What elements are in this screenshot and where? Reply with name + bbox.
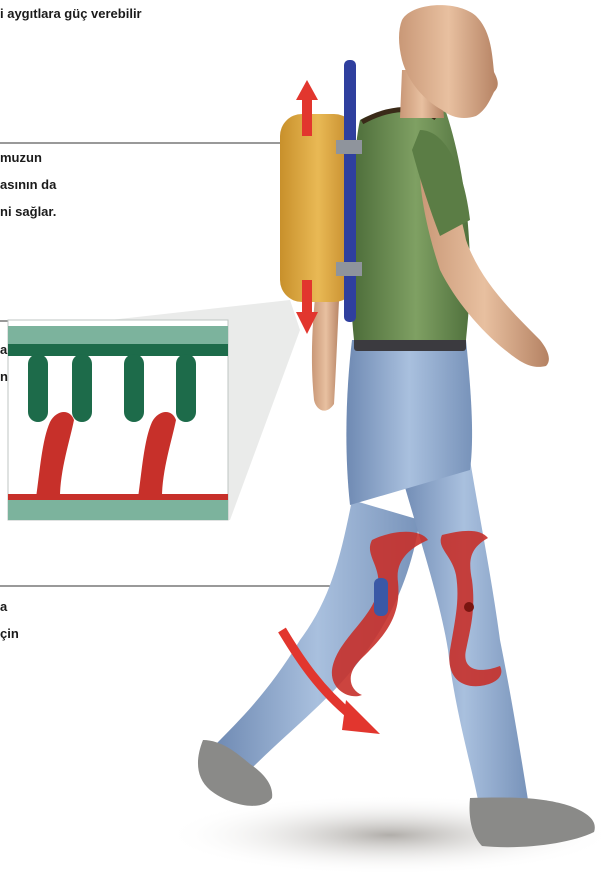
inset-tooth [72, 354, 92, 422]
inset-bottom-rail [8, 494, 228, 500]
inset-top-rail [8, 344, 228, 356]
inset-detail [8, 320, 228, 520]
frame-clamp-bottom [336, 262, 362, 276]
inset-tooth [176, 354, 196, 422]
inset-bottom-plate [8, 500, 228, 520]
knee-generator [374, 578, 388, 616]
frame-clamp-top [336, 140, 362, 154]
knee-joint [464, 602, 474, 612]
backpack-frame [344, 60, 356, 322]
inset-tooth [28, 354, 48, 422]
inset-tooth [124, 354, 144, 422]
